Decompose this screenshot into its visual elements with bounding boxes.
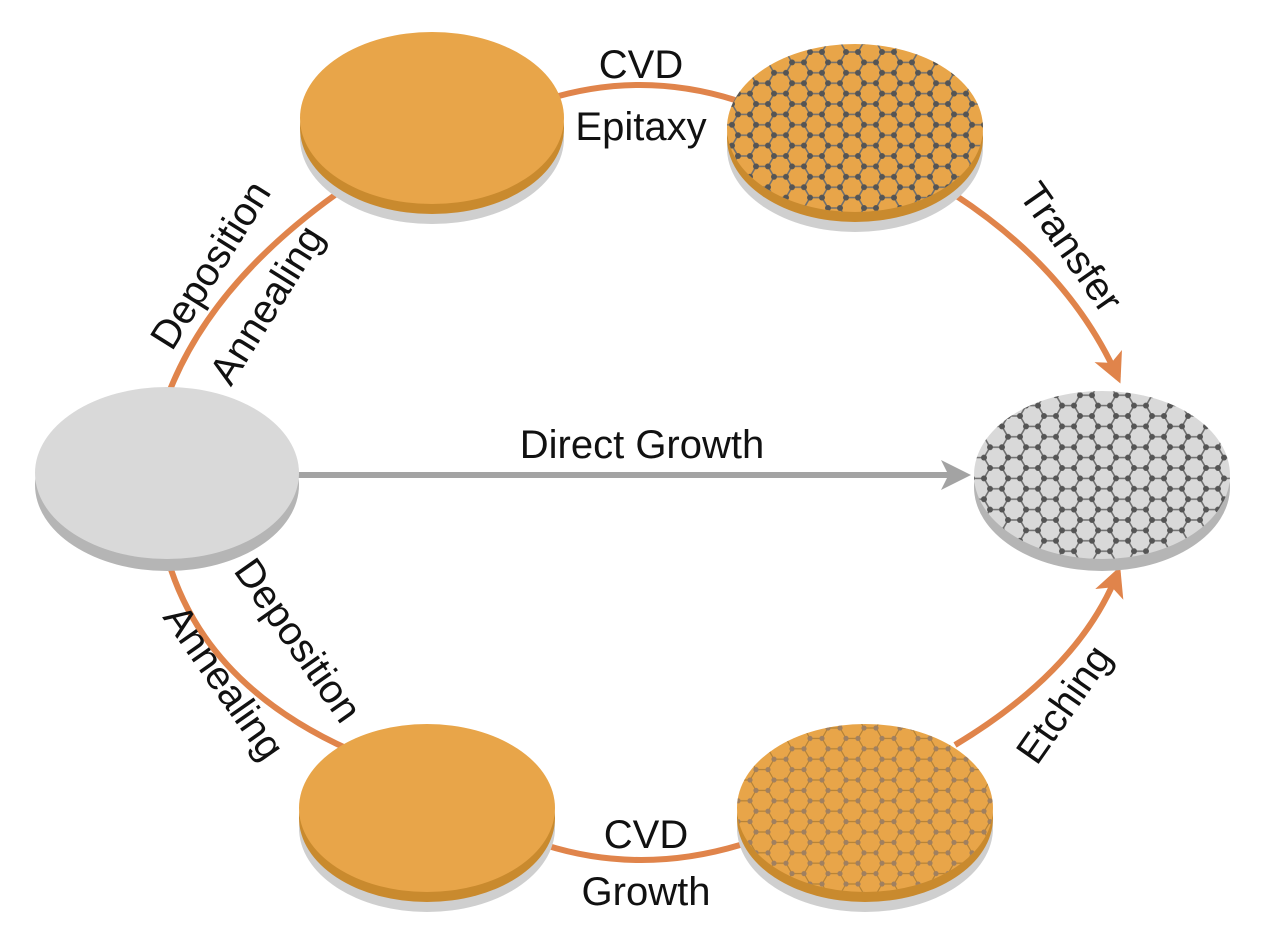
arrow-cvd-growth [544, 842, 741, 863]
arrow-etching [953, 566, 1124, 748]
arrows [165, 82, 1124, 863]
arrow-deposition-bottom [165, 559, 352, 753]
disc-bottom-right-graphene-embedded [737, 724, 993, 912]
disc-left-substrate [35, 387, 299, 571]
label-cvd-growth-line2: Growth [582, 870, 711, 914]
label-cvd-epitaxy-line1: CVD [599, 43, 683, 87]
arrow-transfer [953, 192, 1122, 384]
arrow-cvd-epitaxy [544, 82, 736, 103]
disc-top-right-graphene-on-metal [727, 44, 983, 232]
label-cvd-growth-line1: CVD [604, 813, 688, 857]
disc-top-left-metal [300, 32, 564, 224]
disc-bottom-left-metal [299, 724, 555, 912]
label-cvd-epitaxy-line2: Epitaxy [575, 105, 706, 149]
disc-right-graphene-on-substrate [974, 391, 1230, 571]
label-direct-growth: Direct Growth [520, 423, 765, 467]
arrow-deposition-top [165, 192, 337, 397]
